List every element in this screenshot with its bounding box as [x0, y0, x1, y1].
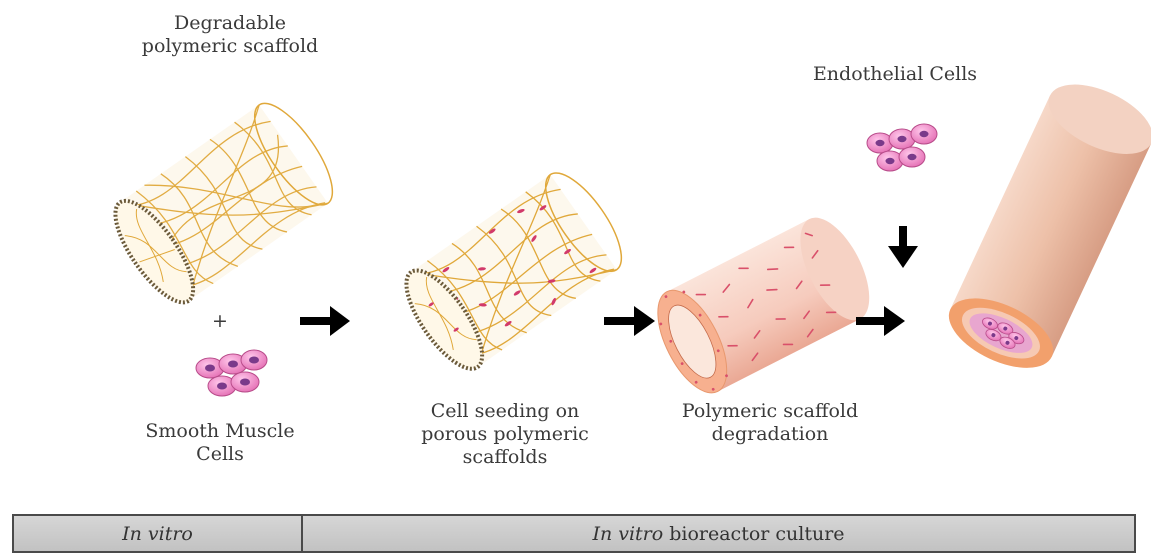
degradation-label-line-2: degradation	[645, 423, 895, 446]
degradation-label: Polymeric scaffold degradation	[645, 400, 895, 446]
down-arrow-icon	[888, 226, 918, 268]
scaffold-tube-icon	[102, 92, 346, 313]
scaffold-label-line-1: Degradable	[100, 12, 360, 35]
degrading-tube-icon	[644, 207, 884, 403]
scaffold-label: Degradable polymeric scaffold	[100, 12, 360, 58]
cell-seeding-label-line-3: scaffolds	[395, 446, 615, 469]
smooth-muscle-cell-cluster-icon	[196, 350, 267, 396]
cell-seeding-label-line-1: Cell seeding on	[395, 400, 615, 423]
stage-in-vitro-italic: In vitro	[122, 523, 193, 545]
cell-seeding-label: Cell seeding on porous polymeric scaffol…	[395, 400, 615, 469]
endothelial-label: Endothelial Cells	[770, 63, 1020, 86]
scaffold-label-line-2: polymeric scaffold	[100, 35, 360, 58]
smooth-muscle-label: Smooth Muscle Cells	[110, 420, 330, 466]
right-arrow-icon	[604, 306, 655, 336]
stage-bioreactor-culture: In vitro bioreactor culture	[303, 516, 1134, 551]
right-arrow-icon	[300, 306, 350, 336]
smooth-muscle-label-line-1: Smooth Muscle	[110, 420, 330, 443]
blood-vessel-icon	[938, 70, 1151, 382]
smooth-muscle-label-line-2: Cells	[110, 443, 330, 466]
stage-bar: In vitro In vitro bioreactor culture	[12, 514, 1136, 553]
stage-bioreactor-italic: In vitro	[592, 523, 663, 545]
seeded-scaffold-tube-icon	[393, 162, 635, 380]
degradation-label-line-1: Polymeric scaffold	[645, 400, 895, 423]
stage-bioreactor-text: bioreactor culture	[663, 523, 844, 545]
cell-seeding-label-line-2: porous polymeric	[395, 423, 615, 446]
endothelial-cell-cluster-icon	[867, 124, 937, 171]
stage-in-vitro: In vitro	[14, 516, 303, 551]
plus-sign: +	[200, 310, 240, 333]
